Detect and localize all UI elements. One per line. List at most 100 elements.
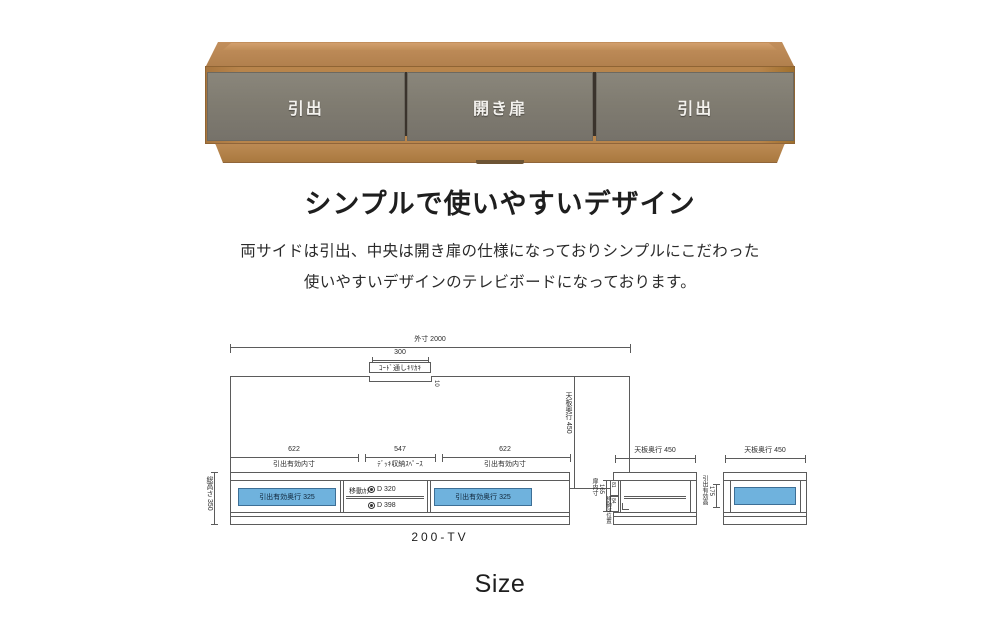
- dim-tick-plan-depth-bottom: [571, 488, 578, 489]
- front-drawer-right: 引出有効奥行 325: [434, 488, 532, 506]
- dim-line-notch: [372, 360, 428, 361]
- shelf-pin-icon-bottom: [368, 502, 375, 509]
- side2-bottom-rail: [724, 512, 806, 513]
- front-view-top-rail: [231, 480, 569, 481]
- front-center-shelf-top-label: 移動ｶﾀ: [349, 488, 370, 495]
- headline: シンプルで使いやすいデザイン: [304, 189, 696, 219]
- dim-tick-plan-depth-top: [571, 376, 578, 377]
- dim-line-comp2: [365, 457, 435, 458]
- side1-step-box-1: [610, 480, 619, 496]
- side2-right-wall: [800, 481, 801, 512]
- dim-tick-right: [630, 344, 631, 353]
- cabinet-body: 引出 開き扉 引出: [205, 66, 795, 144]
- dim-tick-s1-inner-bottom: [603, 511, 610, 512]
- side1-top-rail: [614, 480, 696, 481]
- front-panel-label-right: 引出: [677, 100, 714, 118]
- dim-tick-c2a: [365, 454, 366, 462]
- front-view-plinth-line: [231, 516, 569, 517]
- dim-tick-c3b: [570, 454, 571, 462]
- cabinet-center-foot: [476, 160, 524, 164]
- front-view-divider-right: [427, 481, 428, 512]
- dim-side1-step-2: 84: [610, 498, 616, 504]
- side2-plinth-line: [724, 516, 806, 517]
- dim-comp2-label: ﾃﾞｯｷ収納ｽﾍﾟｰｽ: [377, 461, 423, 468]
- dim-comp3-label: 引出有効内寸: [484, 461, 526, 468]
- dim-notch-width: 300: [394, 349, 406, 356]
- dim-tick-s2a: [725, 455, 726, 463]
- technical-drawing: 外寸 2000 300 ｺｰﾄﾞ通しｷﾘｶｷ 10 天板奥行 450 622 5…: [200, 320, 1000, 560]
- plan-view-outline: [230, 376, 630, 489]
- side1-depth-label: 天板奥行 450: [634, 447, 676, 454]
- dim-line-side1-inner: [606, 480, 607, 512]
- dim-tick-notch-right: [428, 357, 429, 365]
- dim-comp1-label: 引出有効内寸: [273, 461, 315, 468]
- front-panel-label-center: 開き扉: [472, 100, 527, 118]
- dim-line-comp1: [230, 457, 358, 458]
- dim-tick-left: [230, 344, 231, 353]
- dim-line-total-height: [214, 472, 215, 525]
- front-panel-label-left: 引出: [287, 100, 324, 118]
- dim-total-height-label: 総高さ 350: [206, 476, 213, 511]
- dim-tick-c1b: [358, 454, 359, 462]
- dim-side1-inner-value: 165: [598, 484, 604, 495]
- front-view-bottom-rail: [231, 512, 569, 513]
- model-name: 200-TV: [411, 530, 469, 544]
- dim-comp1-value: 622: [288, 446, 300, 453]
- dim-tick-s2b: [805, 455, 806, 463]
- side1-plinth-line: [614, 516, 696, 517]
- side1-hinge-icon: [622, 503, 629, 510]
- dim-tick-c1a: [230, 454, 231, 462]
- side1-step-box-2: [610, 496, 619, 512]
- dim-notch-label: ｺｰﾄﾞ通しｷﾘｶｷ: [379, 365, 421, 372]
- dim-tick-total-top: [211, 472, 218, 473]
- front-panel-drawer-right: 引出: [596, 72, 794, 141]
- side1-bottom-rail: [614, 512, 696, 513]
- dim-notch-depth: 10: [433, 380, 439, 387]
- side1-right-wall: [690, 481, 691, 512]
- front-view-divider-left-2: [343, 481, 344, 512]
- shelf-pin-icon-top: [368, 486, 375, 493]
- dim-comp3-value: 622: [499, 446, 511, 453]
- dim-tick-notch-left: [372, 357, 373, 365]
- cabinet-top-highlight: [222, 43, 778, 50]
- front-center-shelf-top-dim: D 320: [377, 486, 396, 493]
- dim-line-overall-width: [230, 347, 630, 348]
- dim-tick-s1b: [695, 455, 696, 463]
- front-drawer-right-label: 引出有効奥行 325: [455, 494, 511, 501]
- dim-line-side2-depth: [725, 458, 805, 459]
- front-view-divider-right-2: [430, 481, 431, 512]
- description-line-2: 使いやすいデザインのテレビボードになっております。: [303, 274, 697, 291]
- dim-side1-inner-label: 扉内寸: [591, 478, 597, 496]
- side2-drawer-box: [734, 487, 796, 505]
- dim-tick-s2-drawer-bottom: [713, 507, 720, 508]
- dim-line-plan-depth: [574, 376, 575, 489]
- dim-line-side2-drawer: [716, 484, 717, 508]
- front-panel-door-center: 開き扉: [407, 72, 593, 141]
- front-drawer-left-label: 引出有効奥行 325: [259, 494, 315, 501]
- dim-tick-total-bottom: [211, 524, 218, 525]
- side2-depth-label: 天板奥行 450: [744, 447, 786, 454]
- dim-tick-c3a: [442, 454, 443, 462]
- dim-tick-s1a: [615, 455, 616, 463]
- size-caption: Size: [474, 570, 526, 598]
- plan-notch-bottom: [369, 381, 431, 382]
- front-drawer-left: 引出有効奥行 325: [238, 488, 336, 506]
- dim-side1-step-1: 81: [610, 482, 616, 488]
- dim-comp2-value: 547: [394, 446, 406, 453]
- dim-plan-depth-label: 天板奥行 450: [565, 392, 572, 434]
- side2-top-rail: [724, 480, 806, 481]
- dim-tick-c2b: [435, 454, 436, 462]
- plan-notch-right: [431, 376, 432, 382]
- dim-side2-drawer-value: 175: [708, 486, 714, 497]
- front-view-divider-left: [340, 481, 341, 512]
- dim-tick-s1-inner-top: [603, 480, 610, 481]
- front-center-shelf-line: [346, 496, 424, 497]
- front-panel-drawer-left: 引出: [207, 72, 405, 141]
- dim-tick-s2-drawer-top: [713, 484, 720, 485]
- front-center-shelf-line-2: [346, 498, 424, 499]
- side2-left-wall: [730, 481, 731, 512]
- plan-notch-left: [369, 376, 370, 382]
- side1-shelf: [624, 496, 686, 497]
- front-center-shelf-bottom-dim: D 398: [377, 502, 396, 509]
